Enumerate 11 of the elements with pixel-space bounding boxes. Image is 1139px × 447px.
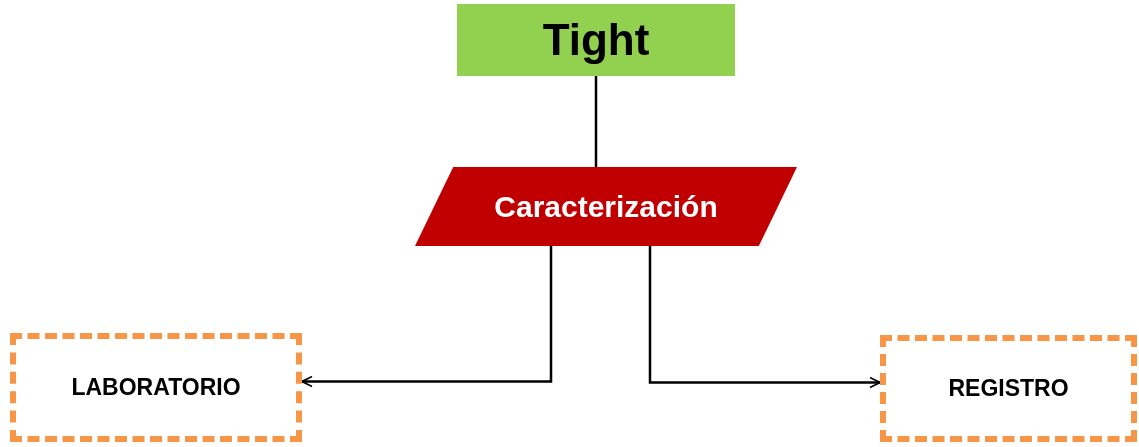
arrow: [301, 246, 553, 388]
node-label: Tight: [542, 14, 650, 66]
dashed-box: [10, 333, 302, 442]
node-label: REGISTRO: [948, 374, 1069, 404]
process-box: [457, 4, 735, 76]
node-label: LABORATORIO: [71, 373, 241, 403]
node-label: Caracterización: [494, 189, 718, 225]
dashed-box: [880, 335, 1137, 442]
arrow: [648, 246, 881, 389]
connector-line: [594, 76, 598, 167]
parallelogram-box: [415, 167, 797, 246]
